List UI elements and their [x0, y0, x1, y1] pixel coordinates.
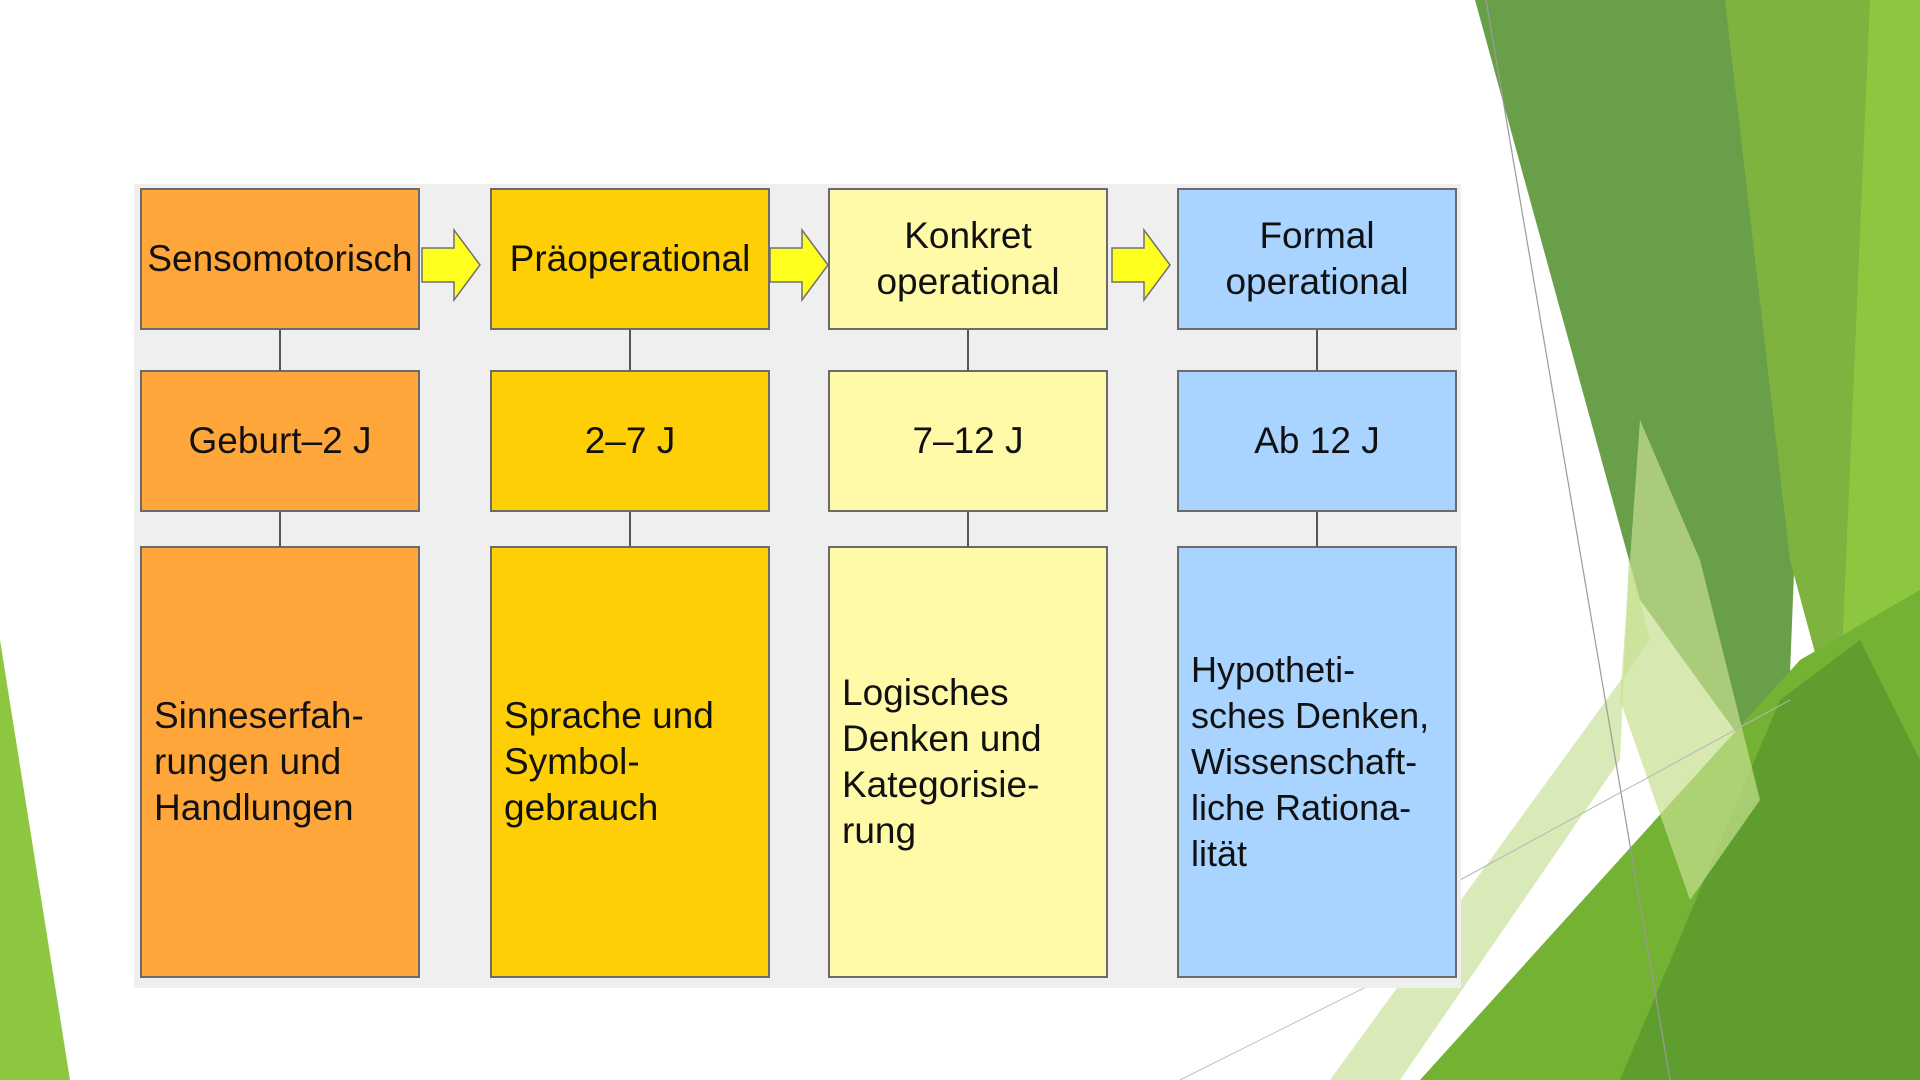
thin-line-2	[1459, 699, 1791, 881]
connector-line	[279, 330, 281, 370]
stage-name-label: Formal operational	[1225, 215, 1409, 302]
stage-age-praeoperational: 2–7 J	[490, 370, 770, 512]
right-arrow-icon	[769, 228, 829, 302]
connector-line	[629, 512, 631, 546]
right-arrow-icon	[421, 228, 481, 302]
stage-name-praeoperational: Präoperational	[490, 188, 770, 330]
connector-line	[1316, 512, 1318, 546]
stage-name-label: Präoperational	[509, 238, 751, 279]
connector-line	[629, 330, 631, 370]
stage-description-sensomotorisch: Sinneserfah- rungen und Handlungen	[140, 546, 420, 978]
stage-age-formal-operational: Ab 12 J	[1177, 370, 1457, 512]
right-arrow-icon	[1111, 228, 1171, 302]
stage-description-praeoperational: Sprache und Symbol- gebrauch	[490, 546, 770, 978]
stage-name-label: Sensomotorisch	[147, 238, 413, 279]
thin-line-1	[1485, 0, 1671, 1080]
stage-description-formal-operational: Hypotheti- sches Denken, Wissenschaft- l…	[1177, 546, 1457, 978]
stage-age-konkret-operational: 7–12 J	[828, 370, 1108, 512]
stage-age-sensomotorisch: Geburt–2 J	[140, 370, 420, 512]
stage-diagram: Sensomotorisch Geburt–2 J Sinneserfah- r…	[134, 184, 1461, 988]
green-facet-dark	[1475, 0, 1800, 800]
stage-age-label: Ab 12 J	[1254, 420, 1380, 461]
stage-age-label: 2–7 J	[584, 420, 676, 461]
green-facet-highlight	[1620, 420, 1760, 900]
connector-line	[279, 512, 281, 546]
connector-line	[967, 330, 969, 370]
stage-description-label: Sprache und Symbol- gebrauch	[504, 695, 714, 828]
stage-name-label: Konkret operational	[876, 215, 1060, 302]
stage-name-formal-operational: Formal operational	[1177, 188, 1457, 330]
stage-description-label: Hypotheti- sches Denken, Wissenschaft- l…	[1191, 649, 1430, 874]
stage-name-sensomotorisch: Sensomotorisch	[140, 188, 420, 330]
green-facet-bottom-dark	[1620, 640, 1920, 1080]
stage-name-konkret-operational: Konkret operational	[828, 188, 1108, 330]
stage-age-label: Geburt–2 J	[188, 420, 372, 461]
connector-line	[1316, 330, 1318, 370]
stage-age-label: 7–12 J	[912, 420, 1024, 461]
green-facet-left	[0, 640, 70, 1080]
stage-description-konkret-operational: Logisches Denken und Kategorisie- rung	[828, 546, 1108, 978]
stage-description-label: Sinneserfah- rungen und Handlungen	[154, 695, 364, 828]
stage-description-label: Logisches Denken und Kategorisie- rung	[842, 672, 1042, 851]
connector-line	[967, 512, 969, 546]
